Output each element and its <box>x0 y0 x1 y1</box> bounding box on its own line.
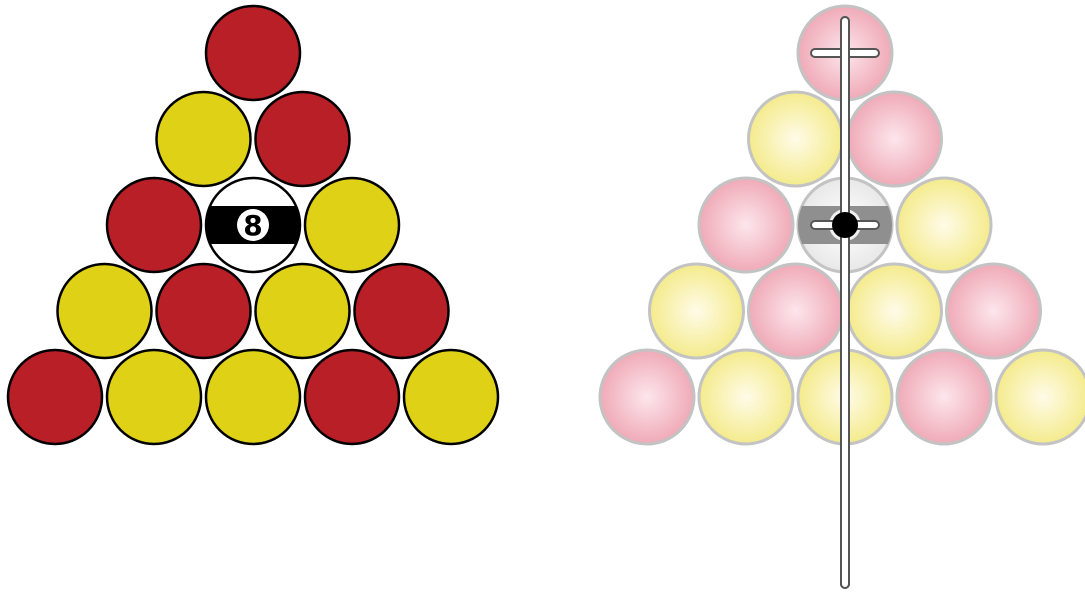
faded-red-ball <box>749 264 843 358</box>
faded-yellow-ball <box>749 92 843 186</box>
yellow-ball <box>256 264 350 358</box>
faded-yellow-ball <box>897 178 991 272</box>
cue-line-overlay <box>841 17 849 588</box>
yellow-ball <box>404 350 498 444</box>
yellow-ball <box>107 350 201 444</box>
yellow-ball <box>305 178 399 272</box>
yellow-ball <box>58 264 152 358</box>
faded-red-ball <box>897 350 991 444</box>
faded-yellow-ball <box>848 264 942 358</box>
yellow-ball <box>157 92 251 186</box>
red-ball <box>206 6 300 100</box>
red-ball <box>305 350 399 444</box>
red-ball <box>107 178 201 272</box>
faded-yellow-ball <box>650 264 744 358</box>
red-ball <box>8 350 102 444</box>
faded-red-ball <box>699 178 793 272</box>
yellow-ball <box>206 350 300 444</box>
faded-red-ball <box>848 92 942 186</box>
red-ball <box>256 92 350 186</box>
faded-red-ball <box>600 350 694 444</box>
red-ball <box>355 264 449 358</box>
racked-balls-left: 8 <box>8 6 498 444</box>
eight-ball: 8 <box>206 178 300 272</box>
red-ball <box>157 264 251 358</box>
faded-yellow-ball <box>996 350 1085 444</box>
faded-yellow-ball <box>699 350 793 444</box>
eight-ball-number: 8 <box>243 209 262 242</box>
eight-ball-center-dot-icon <box>832 212 858 238</box>
faded-red-ball <box>947 264 1041 358</box>
